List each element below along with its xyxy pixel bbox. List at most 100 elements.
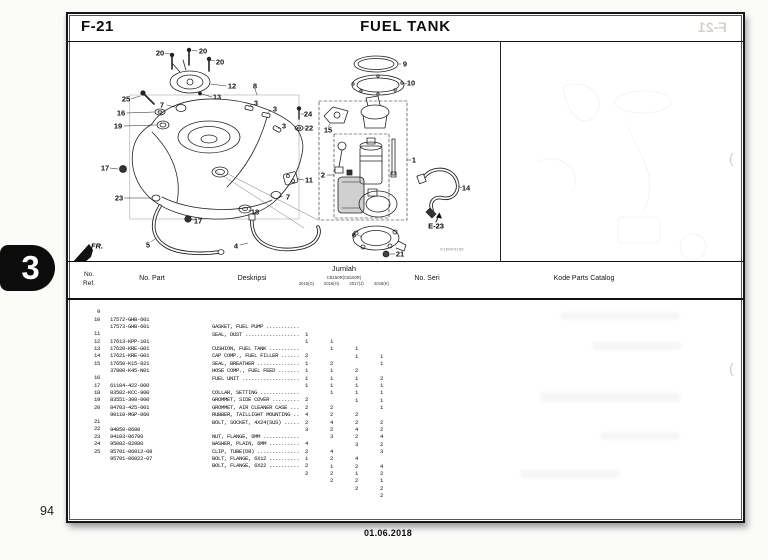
callout-3: 3 [281,121,287,131]
cell-qty-2015: 4 [304,440,308,448]
callout-24: 24 [303,109,313,119]
cell-qty-2016: 2 [329,425,333,433]
cell-part-number: 17572-GHB-601 [110,315,150,323]
cell-qty-2016: 2 [329,455,333,463]
fr-arrow-icon [73,244,93,261]
fuel-feed-hose [420,167,460,212]
col-desc-header: Deskripsi [237,275,267,282]
cell-qty-2016: 2 [329,469,333,477]
cell-qty-2015: 1 [304,455,308,463]
cell-qty-2018: 2 [379,440,383,448]
cell-part-number: 17613-KPP-101 [110,337,150,345]
table-row: 22 94103-06700 WASHER, PLAIN, 6MM ......… [68,418,747,476]
cell-part-number: 95701-06022-07 [110,455,153,463]
cell-qty-2017: 4 [354,425,358,433]
callout-8: 8 [252,81,258,91]
callout-19: 19 [113,121,123,131]
cell-qty-2016: 2 [329,477,333,485]
cell-ref: 11 [93,330,100,338]
cell-ref: 21 [93,418,100,426]
cell-ref: 14 [93,352,100,360]
table-row: 17 83502-KCC-900 GROMMET, SIDE COVER ...… [68,374,747,433]
diagram-code: K15GF2100 [440,246,464,252]
cell-qty-2016: 4 [329,447,333,455]
cell-qty-2017: 2 [354,367,358,375]
cell-qty-2016: 1 [329,389,333,397]
cell-qty-2018: 2 [379,484,383,492]
cell-qty-2017: 4 [354,455,358,463]
callout-3: 3 [253,98,259,108]
table-row: 9 17572-GHB-601 GASKET, FUEL PUMP ......… [68,301,747,359]
cell-part-number: 94050-0600 [110,425,141,433]
cell-description: NUT, FLANGE, 6MM ............ [212,432,300,440]
cell-ref: 18 [93,388,100,396]
bleedthrough-paren: ( [729,150,734,166]
page-title: FUEL TANK [360,18,451,35]
table-row: 16 61104-422-000 COLLAR, SETTING .......… [68,367,747,425]
table-row: 20 90110-MGP-060 BOLT, SOCKET, 4X24(SUS)… [68,396,747,455]
cell-qty-2016: 2 [329,359,333,367]
cell-qty-2018: 1 [379,352,383,360]
bleedthrough-paren: ( [729,360,734,376]
cell-description: HOSE COMP., FUEL FEED ....... [212,367,300,375]
cell-qty-2015: 2 [304,469,308,477]
table-row: 11 17613-KPP-101 CUSHION, FUEL TANK ....… [68,323,747,381]
cell-part-number: 83551-300-000 [110,396,150,404]
callout-21: 21 [395,249,405,259]
callout-18: 18 [250,207,260,217]
callout-20: 20 [215,57,225,67]
bleedthrough-marks [537,83,707,261]
chapter-tab: 3 [0,245,55,291]
cell-qty-2018: 1 [379,477,383,485]
cell-ref: 16 [93,374,100,382]
cell-part-number: 17621-KRE-G01 [110,352,150,360]
cell-qty-2018: 1 [379,404,383,412]
cell-description: WASHER, PLAIN, 6MM .......... [212,440,300,448]
ghost-section-code: F-21 [698,19,727,35]
table-row: 21 94050-0600 NUT, FLANGE, 6MM .........… [68,411,747,469]
callout-14: 14 [461,183,471,193]
cell-ref: 9 [96,308,100,316]
col-qty-header: Jumlah CB150R(CB150R) 2015(G) 2016(H) 20… [294,264,394,286]
table-row: 13 17621-KRE-G01 SEAL, BREATHER ........… [68,338,747,396]
cell-qty-2016: 1 [329,367,333,375]
callout-20: 20 [198,46,208,56]
cell-qty-2016: 2 [329,403,333,411]
bleedthrough-smudge [540,392,680,402]
cell-part-number: 90110-MGP-060 [110,411,150,419]
fuel-unit-box [318,100,408,221]
callout-6: 6 [351,230,357,240]
cell-qty-2015: 1 [304,359,308,367]
cell-part-number: 84703-425-001 [110,403,150,411]
cell-qty-2015: 2 [304,418,308,426]
table-row: 10 17573-GHB-601 SEAL, DUST ............… [68,308,747,367]
year-col-2017: 2017(J) [349,281,364,286]
cell-description: CLIP, TUBE(D8) .............. [212,447,300,455]
pump-flange [352,225,400,251]
cell-qty-2015: 3 [304,425,308,433]
cell-description: RUBBER, TAILLIGHT MOUNTING .. [212,411,300,419]
cell-qty-2018: 4 [379,433,383,441]
cell-ref: 24 [93,440,100,448]
cell-part-number: 37800-K45-N01 [110,367,150,375]
bleedthrough-smudge [560,312,680,320]
cell-qty-2018: 1 [379,382,383,390]
cell-qty-2018: 1 [379,389,383,397]
callout-25: 25 [121,94,131,104]
cell-qty-2017: 1 [354,389,358,397]
drain-hose [151,204,221,256]
callout-7: 7 [285,192,291,202]
callout-1: 1 [411,155,417,165]
cell-description: GROMMET, AIR CLEANER CASE ... [212,403,300,411]
cell-qty-2018: 1 [379,360,383,368]
year-col-2015: 2015(G) [298,281,315,286]
callout-5: 5 [145,240,151,250]
cell-part-number: 17573-GHB-601 [110,323,150,331]
callout-17: 17 [100,163,110,173]
year-col-2016: 2016(H) [323,281,340,286]
cell-description: CUSHION, FUEL TANK .......... [212,345,300,352]
callout-9: 9 [402,59,408,69]
cell-part-number: 61104-422-000 [110,381,150,389]
cell-ref: 22 [93,425,100,433]
diagram-divider [500,42,501,261]
